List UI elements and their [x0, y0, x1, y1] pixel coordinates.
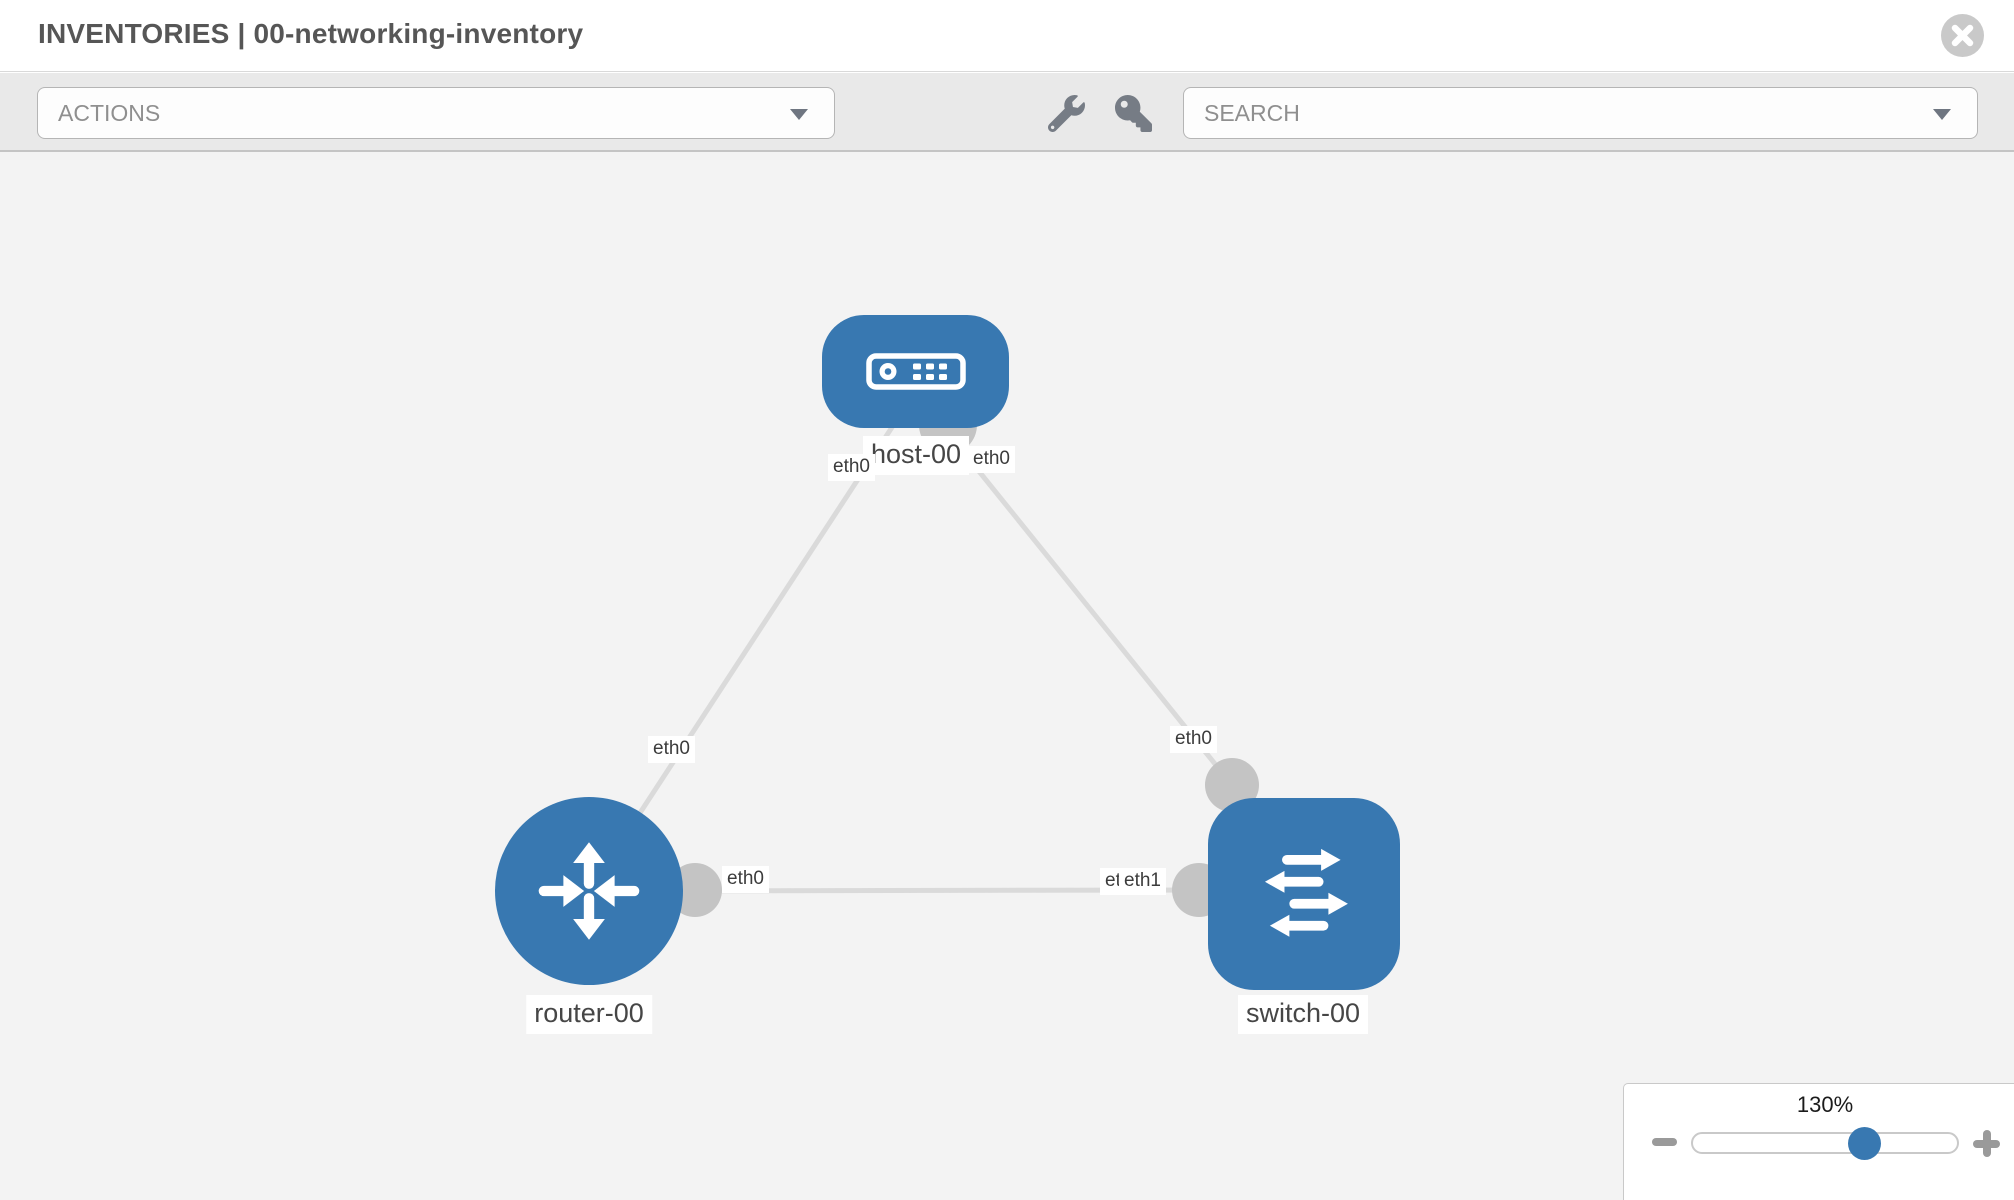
links-layer [586, 390, 1259, 917]
node-router-00[interactable] [495, 797, 683, 985]
iface-label-switch-top: eth0 [1170, 726, 1217, 753]
host-server-icon [865, 353, 966, 390]
zoom-level-text: 130% [1796, 1092, 1854, 1117]
chevron-down-icon [790, 109, 808, 120]
topology-canvas[interactable]: host-00 router-00 switch-00 eth0 eth0 et… [0, 152, 2014, 1200]
iface-label-router-right: eth0 [722, 866, 769, 893]
configure-button[interactable] [1046, 93, 1086, 133]
actions-dropdown-label: ACTIONS [58, 99, 161, 126]
iface-label-host-left: eth0 [828, 454, 875, 481]
plus-icon [1983, 1130, 1991, 1157]
actions-dropdown[interactable]: ACTIONS [37, 87, 835, 139]
page-title: INVENTORIES | 00-networking-inventory [38, 18, 584, 49]
search-dropdown[interactable]: SEARCH [1183, 87, 1978, 139]
node-label-switch: switch-00 [1237, 995, 1369, 1034]
node-host-00[interactable] [822, 315, 1009, 428]
zoom-slider-track[interactable] [1691, 1132, 1959, 1154]
iface-label-switch-eth1: eth1 [1119, 868, 1166, 895]
iface-label-router-top: eth0 [648, 736, 695, 763]
node-switch-00[interactable] [1208, 798, 1400, 990]
zoom-in-button[interactable] [1973, 1130, 2000, 1157]
node-label-host: host-00 [862, 436, 970, 475]
header-bar: INVENTORIES | 00-networking-inventory [0, 0, 2014, 72]
router-arrows-icon [538, 842, 640, 940]
zoom-panel: 130% [1623, 1083, 2014, 1200]
chevron-down-icon [1933, 109, 1951, 120]
close-button[interactable] [1941, 14, 1984, 57]
credentials-button[interactable] [1113, 93, 1153, 133]
zoom-out-button[interactable] [1652, 1138, 1677, 1146]
zoom-slider-thumb[interactable] [1848, 1127, 1881, 1160]
switch-arrows-icon [1264, 848, 1348, 937]
wrench-icon [1047, 94, 1085, 132]
iface-label-host-right: eth0 [968, 446, 1015, 473]
toolbar: ACTIONS SEARCH [0, 73, 2014, 152]
node-label-router: router-00 [526, 995, 652, 1034]
close-icon [1951, 24, 1974, 47]
search-dropdown-label: SEARCH [1204, 99, 1300, 126]
key-icon [1114, 94, 1152, 132]
